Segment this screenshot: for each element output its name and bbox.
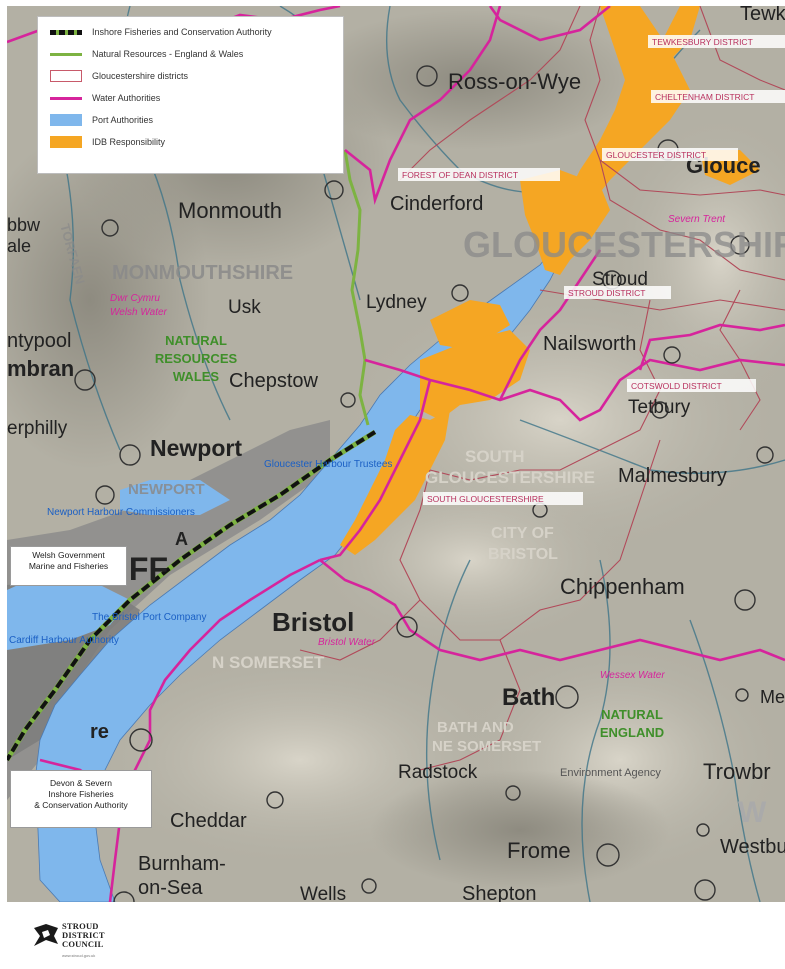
label-bristol: Bristol	[272, 607, 354, 637]
label-chippenham: Chippenham	[560, 574, 685, 599]
label-south-glos-2: GLOUCESTERSHIRE	[425, 468, 595, 487]
logo-line-council: COUNCIL	[62, 939, 104, 949]
label-cardiff-harbour: Cardiff Harbour Authority	[9, 635, 119, 646]
label-gloucester-harbour: Gloucester Harbour Trustees	[264, 459, 392, 470]
label-a: A	[175, 529, 188, 549]
label-frome: Frome	[507, 838, 571, 863]
label-trowbridge: Trowbr	[703, 759, 771, 784]
label-tewkesbury-town: Tewk	[740, 6, 785, 25]
label-severn-trent: Severn Trent	[668, 214, 726, 225]
district-boundaries	[299, 6, 785, 771]
legend-item-inshore-fisheries: Inshore Fisheries and Conservation Autho…	[50, 25, 272, 39]
label-westbury: Westbu	[720, 836, 785, 858]
legend-item-port-authorities: Port Authorities	[50, 113, 153, 127]
label-lydney: Lydney	[366, 292, 427, 313]
label-monmouthshire: MONMOUTHSHIRE	[112, 262, 293, 284]
label-bristol-water: Bristol Water	[318, 637, 376, 648]
label-ebbw-1: bbw	[7, 215, 41, 235]
label-gloucestershire: GLOUCESTERSHIRE	[463, 224, 785, 265]
label-shepton: Shepton	[462, 883, 537, 902]
label-south-glos-1: SOUTH	[465, 447, 525, 466]
inshore-fisheries-swatch	[50, 29, 82, 35]
port-authorities-newport	[120, 480, 230, 515]
label-tetbury: Tetbury	[628, 397, 691, 418]
label-ne-2: ENGLAND	[600, 725, 664, 740]
label-radstock: Radstock	[398, 762, 478, 783]
label-cheddar: Cheddar	[170, 810, 247, 832]
label-monmouth: Monmouth	[178, 198, 282, 223]
label-city-bristol: BRISTOL	[488, 546, 558, 563]
town-markers	[74, 65, 774, 902]
port-authorities-cardiff	[7, 575, 130, 650]
label-chepstow: Chepstow	[229, 370, 318, 392]
label-nrw-2: RESOURCES	[155, 351, 238, 366]
districts-swatch	[50, 70, 82, 82]
label-burnham-1: Burnham-	[138, 853, 226, 875]
label-nrw-1: NATURAL	[165, 333, 227, 348]
logo-line-district: DISTRICT	[62, 930, 105, 940]
label-n-somerset: N SOMERSET	[212, 653, 325, 672]
label-cardiff: IFF	[120, 551, 168, 587]
natural-resources-swatch	[50, 52, 82, 56]
council-crest-icon	[34, 924, 58, 946]
label-environment-agency: Environment Agency	[560, 767, 661, 779]
label-nailsworth: Nailsworth	[543, 333, 636, 355]
logo-line-stroud: STROUD	[62, 921, 99, 931]
label-city-of: CITY OF	[491, 525, 554, 542]
label-penarth: re	[90, 721, 109, 743]
legend-item-natural-resources: Natural Resources - England & Wales	[50, 47, 243, 61]
label-cwmbran: mbran	[7, 356, 74, 381]
label-newport-harbour: Newport Harbour Commissioners	[47, 507, 195, 518]
label-ross-on-wye: Ross-on-Wye	[448, 69, 581, 94]
label-usk: Usk	[228, 297, 261, 318]
map-legend: Inshore Fisheries and Conservation Autho…	[37, 16, 344, 174]
logo-url: www.stroud.gov.uk	[62, 953, 96, 958]
label-melksham: Me	[760, 687, 785, 707]
label-forest-of-dean-district: FOREST OF DEAN DISTRICT	[402, 170, 518, 180]
natural-resources-boundary	[343, 149, 370, 426]
idb-severn-east	[420, 330, 530, 420]
label-cotswold-district: COTSWOLD DISTRICT	[631, 381, 722, 391]
label-bristol-port: The Bristol Port Company	[92, 612, 207, 623]
label-tewkesbury-district: TEWKESBURY DISTRICT	[652, 37, 753, 47]
label-cinderford: Cinderford	[390, 193, 483, 215]
idb-gloucester	[520, 170, 610, 275]
label-welsh-water-2: Welsh Water	[110, 307, 168, 318]
idb-swatch	[50, 136, 82, 148]
label-ebbw-2: ale	[7, 236, 31, 256]
label-wells: Wells	[300, 884, 346, 902]
legend-item-idb: IDB Responsibility	[50, 135, 165, 149]
label-cheltenham-district: CHELTENHAM DISTRICT	[655, 92, 755, 102]
label-w: W	[738, 796, 767, 829]
legend-item-districts: Gloucestershire districts	[50, 69, 188, 83]
label-gloucester-district: GLOUCESTER DISTRICT	[606, 150, 706, 160]
legend-item-water-authorities: Water Authorities	[50, 91, 160, 105]
label-south-glos-district: SOUTH GLOUCESTERSHIRE	[427, 494, 544, 504]
label-ne-1: NATURAL	[601, 707, 663, 722]
label-malmesbury: Malmesbury	[618, 465, 727, 487]
welsh-government-callout: Welsh Government Marine and Fisheries	[10, 546, 127, 586]
label-pontypool: ntypool	[7, 330, 72, 352]
port-authorities-swatch	[50, 114, 82, 126]
label-bath-ne-2: NE SOMERSET	[432, 738, 541, 755]
label-wessex-water: Wessex Water	[600, 670, 665, 681]
label-stroud: Stroud	[592, 269, 648, 290]
label-newport-county: NEWPORT	[128, 481, 205, 498]
label-nrw-3: WALES	[173, 369, 220, 384]
label-bath-ne-1: BATH AND	[437, 719, 514, 736]
devon-severn-ifca-callout: Devon & Severn Inshore Fisheries & Conse…	[10, 770, 152, 828]
label-caerphilly: erphilly	[7, 418, 68, 439]
label-stroud-district: STROUD DISTRICT	[568, 288, 645, 298]
inshore-fisheries-boundary	[7, 429, 377, 762]
label-burnham-2: on-Sea	[138, 877, 203, 899]
map[interactable]: GLOUCESTERSHIRE MONMOUTHSHIRE TORFAEN NE…	[7, 6, 785, 902]
label-bath: Bath	[502, 684, 555, 711]
label-newport: Newport	[150, 435, 242, 461]
stroud-district-council-logo: STROUD DISTRICT COUNCIL www.stroud.gov.u…	[32, 922, 132, 962]
water-authorities-swatch	[50, 96, 82, 100]
label-welsh-water-1: Dwr Cymru	[110, 293, 160, 304]
